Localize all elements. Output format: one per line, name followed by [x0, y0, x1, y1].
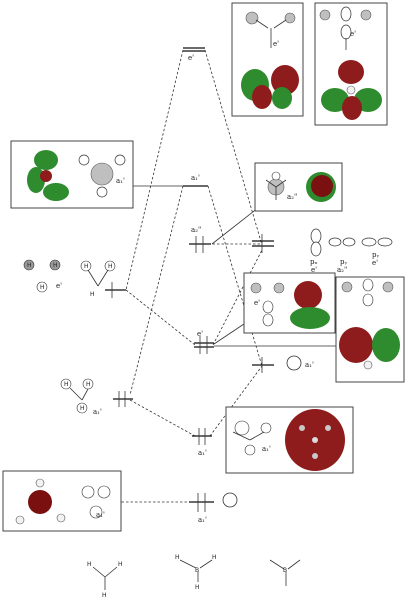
h3-level-e	[105, 282, 126, 298]
h-atom-label: H	[175, 554, 180, 561]
h-atom-label: H	[27, 262, 32, 269]
mo-box-a1-lower: a₁'	[225, 406, 354, 474]
h-atom-label: H	[53, 262, 58, 269]
h-atom-label: H	[108, 263, 113, 270]
box-e-label: e'	[273, 40, 279, 48]
p-sym-3: e'	[372, 259, 378, 267]
h-atom-label: H	[90, 291, 95, 298]
s-orbital-icon	[222, 492, 238, 508]
s-orbital-icon	[286, 355, 302, 371]
h3-a1-label: a₁'	[93, 408, 102, 416]
p-sym-1: e'	[311, 266, 317, 274]
b-level-s: a₁'	[252, 355, 314, 373]
h-atom-label: H	[118, 561, 123, 568]
structure-b: B	[269, 559, 301, 586]
mo-box-a1-left: a₁'	[10, 140, 134, 209]
e-mid-label: e'	[197, 330, 203, 338]
box-a1-lower-label: a₁'	[262, 445, 271, 453]
a2-label: a₂"	[191, 226, 201, 234]
h3-e-orbitals: H H H e' H H H	[23, 259, 116, 298]
b-level-p	[252, 234, 274, 253]
energy-level-a1-low: a₁'	[192, 428, 212, 457]
h3-e-label: e'	[56, 282, 62, 290]
p-label-2: pᵧ	[340, 258, 347, 266]
p-label-1: pₓ	[310, 258, 317, 266]
mo-box-e-2: e'	[314, 2, 388, 126]
h-atom-label: H	[102, 592, 107, 599]
h-atom-label: H	[84, 263, 89, 270]
h-atom-label: H	[64, 381, 69, 388]
h-atom-label: H	[80, 405, 85, 412]
p-label-3: pᵧ	[372, 251, 379, 259]
energy-level-e-mid: e'	[194, 330, 214, 354]
h-atom-label: H	[87, 561, 92, 568]
energy-level-a2: a₂"	[189, 226, 211, 253]
b-p-orbitals: pₓ pᵧ pᵧ e' a₂" e'	[310, 228, 393, 274]
h-atom-label: H	[40, 284, 45, 291]
box-a1-label: a₁'	[116, 177, 125, 185]
mo-box-e-mid: e'	[243, 272, 336, 334]
energy-level-a1-bottom: a₁'	[189, 492, 238, 524]
structure-h3: H H H	[87, 561, 123, 599]
mo-box-e-1: e'	[231, 2, 304, 117]
a1-low-label: a₁'	[198, 449, 207, 457]
energy-level-a1-mid: a₁'	[183, 174, 208, 187]
b-a1-label: a₁'	[305, 361, 314, 369]
h-atom-label: H	[195, 584, 200, 591]
p-sym-2: a₂"	[337, 266, 347, 274]
e-top-label: e'	[188, 54, 194, 62]
h3-level-a1	[113, 391, 133, 407]
b-atom-label: B	[283, 567, 287, 574]
mo-box-a2: a₂"	[254, 162, 343, 212]
structure-bh3: H H B H	[175, 554, 217, 591]
h-atom-label: H	[86, 381, 91, 388]
box-a1-bottom-label: a₁'	[96, 511, 105, 519]
box-e-mid-label: e'	[254, 299, 260, 307]
mo-box-a1-bottom: a₁'	[2, 470, 122, 532]
h3-a1-orbitals: H H H a₁'	[60, 378, 102, 416]
a1-bottom-label: a₁'	[198, 516, 207, 524]
box-e-label-2: e'	[350, 30, 356, 38]
correlation-lines	[117, 49, 263, 503]
h-atom-label: H	[212, 554, 217, 561]
b-atom-label: B	[195, 567, 199, 574]
mo-box-e-right	[335, 276, 405, 383]
box-a2-label: a₂"	[287, 193, 297, 201]
a1-mid-label: a₁'	[191, 174, 200, 182]
energy-level-e-top: e'	[183, 47, 205, 62]
